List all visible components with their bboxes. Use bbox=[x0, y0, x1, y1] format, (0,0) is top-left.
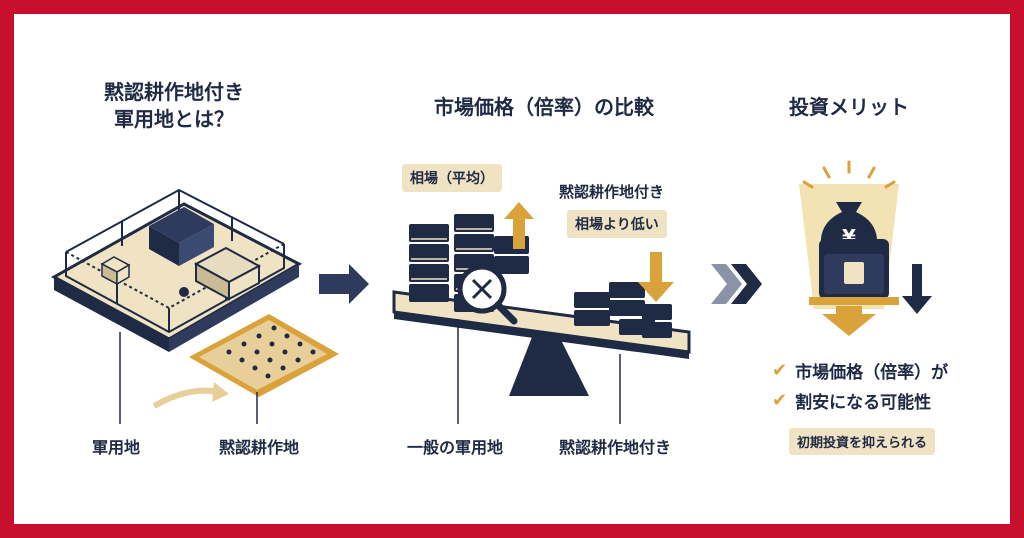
magnifier-x-icon bbox=[457, 264, 518, 325]
check-icon: ✔ bbox=[772, 360, 788, 381]
section-title-what: 黙認耕作地付き 軍用地とは？ bbox=[74, 79, 274, 133]
chevron-right-double-icon bbox=[711, 264, 762, 304]
section-title-merit: 投資メリット bbox=[789, 95, 909, 119]
tag-cost: 初期投資を抑えられる bbox=[789, 428, 936, 455]
check-line-1: ✔ 市場価格（倍率）が bbox=[772, 358, 948, 383]
check-line-2: ✔ 割安になる可能性 bbox=[772, 388, 931, 413]
check-text-2: 割安になる可能性 bbox=[795, 393, 932, 413]
label-military: 軍用地 bbox=[92, 438, 141, 457]
label-farmland: 黙認耕作地 bbox=[219, 438, 300, 457]
check-icon: ✔ bbox=[772, 390, 788, 411]
infographic-frame: ¥ 黙認耕作地付き 軍用地とは？ 軍用地 黙認耕作地 市場価格（倍率）の比較 相… bbox=[14, 14, 1010, 524]
label-general: 一般の軍用地 bbox=[407, 438, 504, 457]
building-icon bbox=[100, 207, 262, 301]
label-bottom-right: 黙認耕作地付き bbox=[559, 438, 672, 457]
arrow-right-icon bbox=[319, 264, 369, 304]
section-title-compare: 市場価格（倍率）の比較 bbox=[434, 95, 654, 119]
title-line-2: 軍用地とは？ bbox=[114, 107, 234, 131]
tag-lower: 相場より低い bbox=[567, 210, 667, 238]
arrow-down-icon bbox=[638, 252, 674, 302]
treasure-chest-icon: ¥ bbox=[799, 160, 932, 336]
check-text-1: 市場価格（倍率）が bbox=[795, 363, 949, 383]
scale-icon bbox=[392, 202, 691, 424]
label-with-farmland: 黙認耕作地付き bbox=[559, 183, 665, 201]
farmland-icon bbox=[189, 314, 339, 397]
tag-average: 相場（平均） bbox=[402, 164, 502, 192]
illustration-layer: ¥ bbox=[50, 160, 932, 424]
arrow-up-icon bbox=[504, 202, 534, 249]
title-line-1: 黙認耕作地付き bbox=[104, 80, 244, 104]
military-land-platform bbox=[50, 188, 339, 424]
